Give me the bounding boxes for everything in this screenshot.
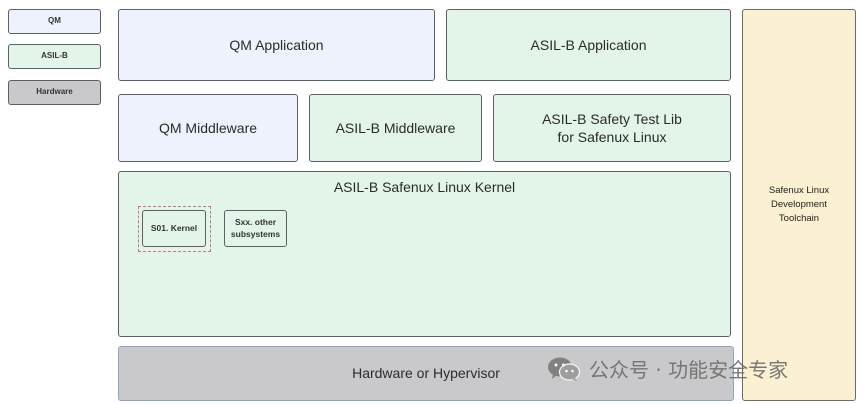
legend-asil-b: ASIL-B: [8, 44, 101, 69]
kernel-subsystem-selection-outline: [138, 206, 211, 252]
asil-b-application-label: ASIL-B Application: [530, 36, 647, 53]
asil-b-kernel-block: ASIL-B Safenux Linux Kernel: [118, 171, 731, 337]
kernel-subsystem-other: Sxx. other subsystems: [224, 210, 287, 247]
asil-b-middleware-block: ASIL-B Middleware: [309, 94, 482, 162]
hardware-or-hypervisor-block: Hardware or Hypervisor: [118, 346, 734, 401]
kernel-subsystem-s01: S01. Kernel: [142, 210, 206, 247]
hardware-or-hypervisor-label: Hardware or Hypervisor: [352, 365, 500, 382]
qm-application-label: QM Application: [229, 36, 324, 53]
asil-b-application-block: ASIL-B Application: [446, 9, 731, 81]
toolchain-block: Safenux Linux Development Toolchain: [742, 9, 856, 401]
legend-hardware-label: Hardware: [36, 87, 73, 97]
kernel-title: ASIL-B Safenux Linux Kernel: [333, 179, 516, 195]
asil-b-middleware-label: ASIL-B Middleware: [335, 119, 456, 136]
safety-test-lib-line1: ASIL-B Safety Test Lib: [542, 110, 682, 127]
kernel-subsystem-other-line1: Sxx. other: [234, 217, 277, 228]
wechat-icon: [548, 357, 581, 381]
watermark-text: 公众号 · 功能安全专家: [589, 358, 789, 382]
watermark: 公众号 · 功能安全专家: [547, 354, 788, 383]
safety-test-lib-line2: for Safenux Linux: [557, 129, 667, 145]
legend-qm: QM: [8, 9, 101, 34]
qm-application-block: QM Application: [118, 9, 435, 81]
kernel-subsystem-s01-label: S01. Kernel: [150, 222, 198, 233]
asil-b-safety-test-lib-block: ASIL-B Safety Test Lib for Safenux Linux: [493, 94, 731, 162]
toolchain-line3: Toolchain: [778, 212, 820, 224]
toolchain-line2: Development: [771, 199, 827, 211]
kernel-subsystem-other-line2: subsystems: [230, 228, 281, 239]
toolchain-line1: Safenux Linux: [768, 185, 830, 197]
legend-asil-b-label: ASIL-B: [41, 51, 68, 61]
legend-qm-label: QM: [48, 16, 61, 26]
qm-middleware-block: QM Middleware: [118, 94, 298, 162]
qm-middleware-label: QM Middleware: [158, 119, 258, 136]
legend-hardware: Hardware: [8, 80, 101, 105]
